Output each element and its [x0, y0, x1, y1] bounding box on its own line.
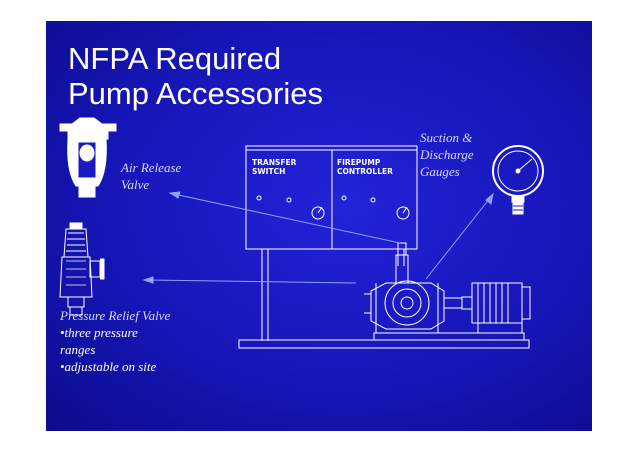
gauges-line-2: Discharge: [420, 147, 474, 162]
pressure-relief-valve-label: Pressure Relief Valve •three pressure ra…: [60, 307, 230, 375]
gauges-line-3: Gauges: [420, 164, 460, 179]
pump-motor: [461, 282, 531, 334]
air-release-line-1: Air Release: [121, 160, 182, 175]
gauges-line-1: Suction &: [420, 130, 473, 145]
gauges-label: Suction & Discharge Gauges: [420, 129, 500, 180]
firepump-controller-label-2: CONTROLLER: [337, 167, 393, 176]
air-release-line-2: Valve: [121, 177, 150, 192]
prv-title: Pressure Relief Valve: [60, 308, 171, 323]
firepump-controller-label-1: FIREPUMP: [337, 158, 381, 167]
pressure-gauge-icon: [492, 145, 544, 215]
prv-bullet-1-line-2: ranges: [60, 342, 96, 357]
title-line-1: NFPA Required: [68, 41, 282, 76]
pressure-relief-valve-icon: [59, 222, 105, 316]
prv-bullet-1-line-1: •three pressure: [60, 325, 138, 340]
slide-title: NFPA Required Pump Accessories: [68, 41, 323, 111]
transfer-switch-label-2: SWITCH: [252, 167, 285, 176]
air-release-valve-label: Air Release Valve: [121, 159, 211, 193]
fire-pump: [364, 242, 463, 333]
floor-base: [238, 332, 530, 349]
controller-panels: TRANSFER SWITCH FIREPUMP CONTROLLER: [245, 145, 418, 341]
pump-diagram: TRANSFER SWITCH FIREPUMP CONTROLLER: [59, 117, 544, 349]
slide: NFPA Required Pump Accessories: [46, 21, 592, 431]
air-release-valve-icon: [59, 117, 117, 198]
prv-bullet-2: •adjustable on site: [60, 359, 157, 374]
transfer-switch-label-1: TRANSFER: [252, 158, 297, 167]
pointer-arrows: [142, 191, 494, 284]
title-line-2: Pump Accessories: [68, 76, 323, 111]
